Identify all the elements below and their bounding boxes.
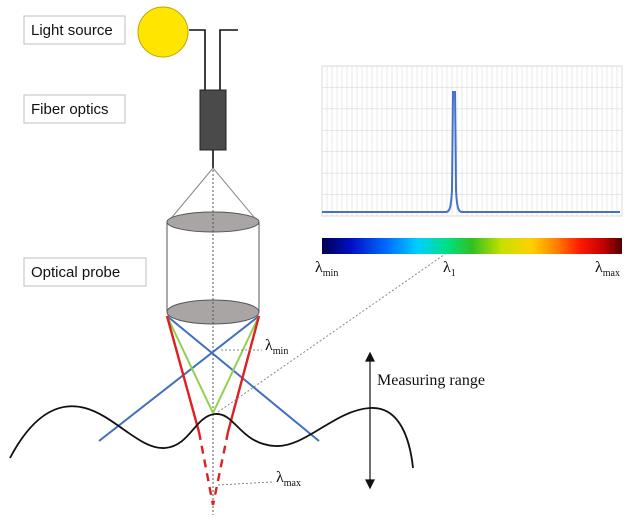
light-source-label: Light source <box>31 22 113 39</box>
measuring-range-arrow <box>365 351 375 490</box>
optical-probe-label-box: Optical probe <box>23 257 147 287</box>
spectrum-lambda-1-label: λ1 <box>443 259 456 279</box>
light-source-label-box: Light source <box>23 15 126 45</box>
fiber-connector <box>199 89 227 151</box>
ray-blue <box>98 315 320 442</box>
spectrum-curve <box>322 91 620 213</box>
spectrum-color-bar <box>322 238 622 254</box>
fiber-optics-label: Fiber optics <box>31 101 109 118</box>
lambda1-connector <box>217 251 449 413</box>
spectrum-grid <box>322 66 622 216</box>
ray-green <box>166 315 260 414</box>
ray-red <box>165 315 261 506</box>
fiber-lines <box>189 29 238 90</box>
lambda-min-label: λmin <box>265 337 288 357</box>
measuring-range-label: Measuring range <box>377 372 485 389</box>
light-source-circle <box>137 6 189 58</box>
cone-lines <box>167 167 259 223</box>
spectrum-lambda-max-label: λmax <box>595 259 620 279</box>
measured-surface <box>9 405 414 469</box>
optical-probe-label: Optical probe <box>31 264 120 281</box>
spectrum-chart <box>321 65 623 217</box>
lambda-max-leader <box>217 481 273 486</box>
lambda-max-label: λmax <box>276 469 301 489</box>
fiber-optics-label-box: Fiber optics <box>23 94 126 124</box>
spectrum-lambda-min-label: λmin <box>315 259 338 279</box>
